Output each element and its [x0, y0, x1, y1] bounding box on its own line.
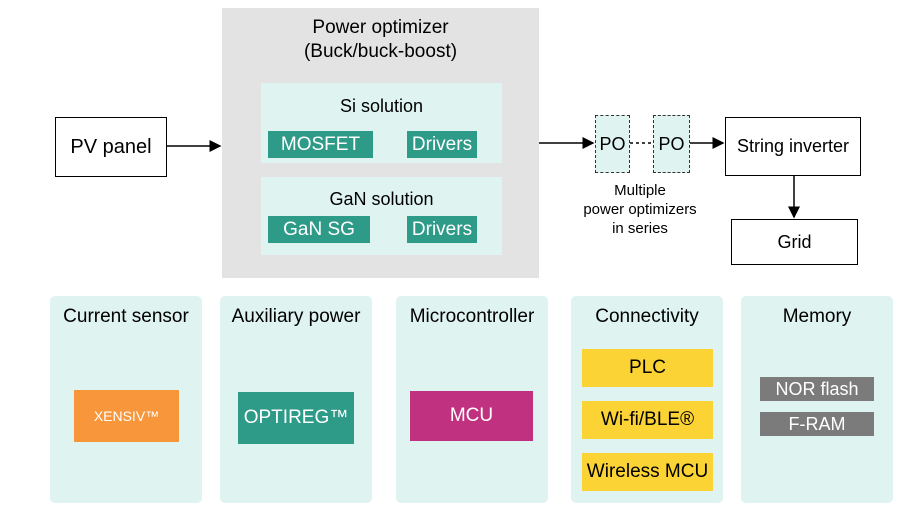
fram-chip: F-RAM — [760, 412, 874, 436]
power-optimizer-title-line2: (Buck/buck-boost) — [303, 41, 458, 62]
si-drivers-chip: Drivers — [407, 131, 477, 158]
gan-solution-title: GaN solution — [329, 189, 434, 209]
caption-line3: in series — [612, 220, 668, 237]
po-box-1: PO — [595, 115, 630, 173]
po-box-2: PO — [653, 115, 690, 173]
current-sensor-title: Current sensor — [63, 306, 189, 327]
grid-box: Grid — [731, 219, 858, 265]
optireg-chip: OPTIREG™ — [238, 392, 354, 444]
wifi-ble-chip: Wi-fi/BLE® — [582, 401, 713, 439]
memory-title: Memory — [782, 306, 852, 327]
caption-line2: power optimizers — [583, 201, 697, 218]
pv-panel-box: PV panel — [55, 117, 167, 177]
caption-line1: Multiple — [614, 182, 666, 199]
gan-sg-chip: GaN SG — [268, 216, 370, 243]
connectivity-title: Connectivity — [595, 306, 699, 327]
nor-flash-chip: NOR flash — [760, 377, 874, 401]
plc-chip: PLC — [582, 349, 713, 387]
microcontroller-title: Microcontroller — [409, 306, 535, 327]
multiple-po-caption: Multiple power optimizers in series — [560, 181, 720, 238]
string-inverter-box: String inverter — [725, 117, 861, 176]
mcu-chip: MCU — [410, 391, 533, 441]
xensiv-chip: XENSIV™ — [74, 390, 179, 442]
gan-drivers-chip: Drivers — [407, 216, 477, 243]
auxiliary-power-title: Auxiliary power — [231, 306, 361, 327]
wireless-mcu-chip: Wireless MCU — [582, 453, 713, 491]
power-optimizer-title-line1: Power optimizer — [312, 17, 449, 38]
si-solution-title: Si solution — [339, 96, 424, 116]
si-mosfet-chip: MOSFET — [268, 131, 373, 158]
power-optimizer-title: Power optimizer (Buck/buck-boost) — [222, 16, 539, 64]
